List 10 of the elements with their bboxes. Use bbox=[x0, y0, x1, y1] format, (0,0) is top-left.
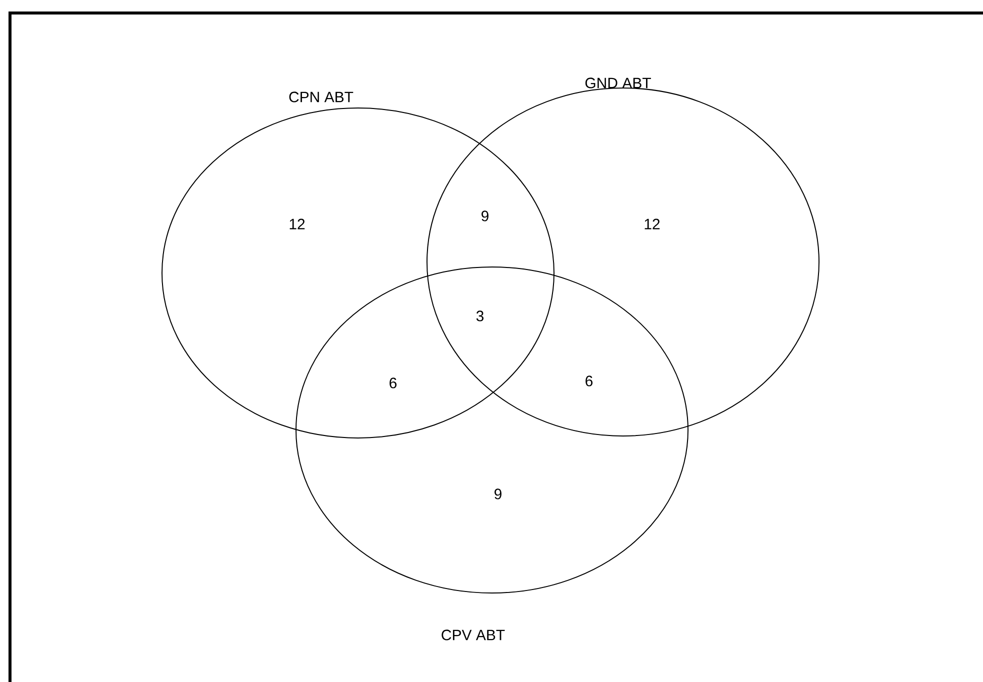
region-count: 12 bbox=[644, 218, 660, 230]
region-count: 9 bbox=[482, 210, 488, 222]
node-label: CPN ABT bbox=[289, 92, 354, 102]
region-count: 6 bbox=[586, 376, 593, 386]
region-count: 3 bbox=[476, 310, 484, 322]
node-label: GND ABT bbox=[585, 78, 651, 88]
region-count: 12 bbox=[290, 218, 305, 230]
region-count: 9 bbox=[494, 488, 502, 500]
node-label: CPV ABT bbox=[442, 630, 505, 640]
region-count: 6 bbox=[390, 378, 397, 388]
